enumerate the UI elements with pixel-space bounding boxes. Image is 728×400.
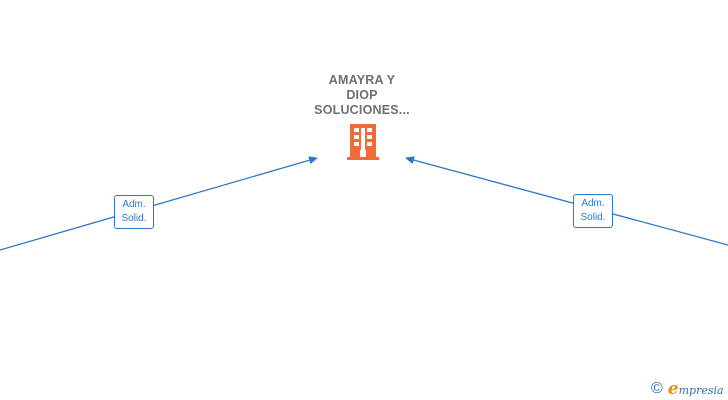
relation-label-left-line-2: Solid. — [121, 213, 147, 224]
company-name-line-2: DIOP — [346, 88, 378, 102]
brand-footer: © e mpresia — [651, 379, 724, 399]
relation-label-left-line-1: Adm. — [122, 199, 146, 210]
company-name-line-3: SOLUCIONES... — [314, 103, 410, 117]
relation-label-right-line-1: Adm. — [581, 198, 605, 209]
edge-left-to-company — [0, 156, 318, 251]
company-name-line-1: AMAYRA Y — [328, 73, 396, 87]
copyright-icon: © — [651, 380, 663, 397]
relation-label-right[interactable]: Adm. Solid. — [573, 194, 613, 228]
empresia-logo[interactable]: e mpresia — [668, 379, 724, 399]
relation-label-left[interactable]: Adm. Solid. — [114, 195, 154, 229]
edge-right-to-company — [405, 156, 728, 246]
company-name[interactable]: AMAYRA Y DIOP SOLUCIONES... — [292, 73, 432, 118]
relation-label-right-line-2: Solid. — [580, 212, 606, 223]
logo-initial: e — [667, 379, 679, 399]
building-icon[interactable] — [347, 124, 379, 160]
logo-text: mpresia — [678, 384, 724, 397]
